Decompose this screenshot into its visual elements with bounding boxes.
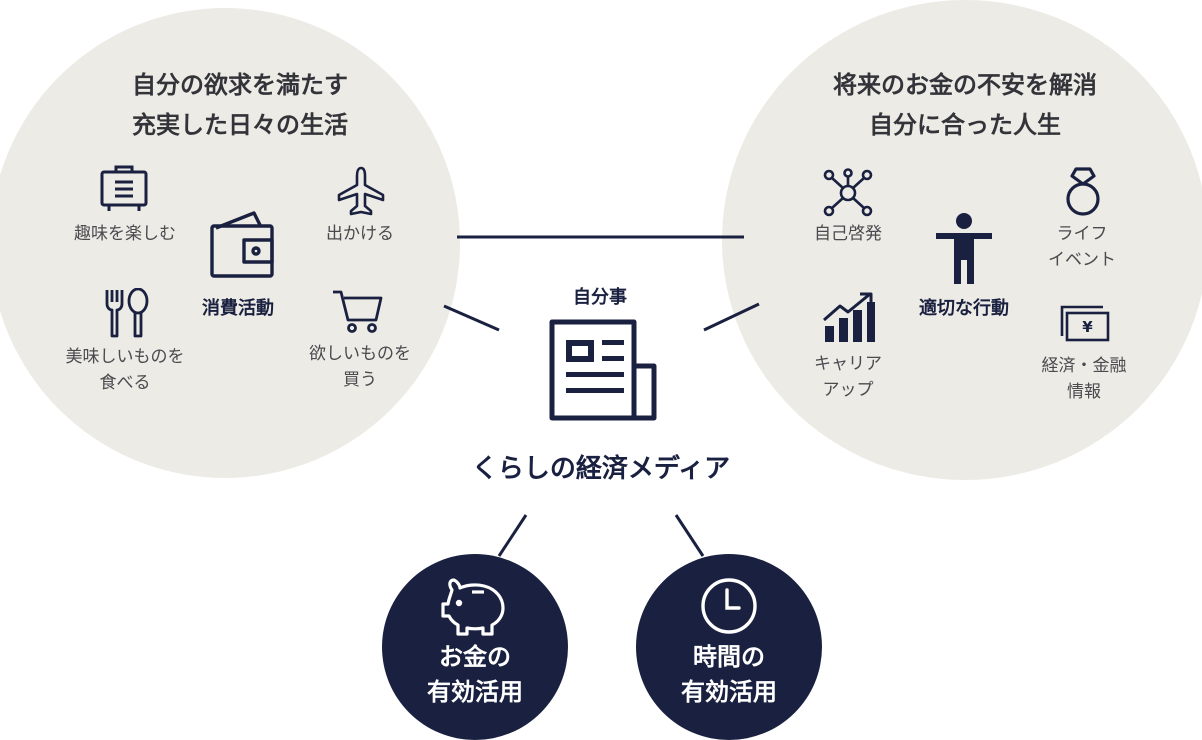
left-connector-line — [443, 304, 500, 332]
bottom-right-connector-line — [674, 514, 705, 557]
hobby-label: 趣味を楽しむ — [74, 224, 176, 244]
go-out-label: 出かける — [326, 224, 394, 244]
left-circle-title: 自分の欲求を満たす 充実した日々の生活 — [132, 71, 348, 139]
right-circle-title: 将来のお金の不安を解消 自分に合った人生 — [833, 71, 1097, 139]
network-icon — [823, 168, 873, 217]
career-up-label: キャリア アップ — [814, 354, 882, 401]
eat-label: 美味しいものを 食べる — [65, 347, 185, 394]
wallet-icon — [210, 211, 274, 278]
brand-title: くらしの経済メディア — [471, 454, 731, 484]
consumption-label: 消費活動 — [202, 298, 274, 319]
life-event-label: ライフ イベント — [1048, 224, 1116, 271]
money-utilization-label: お金の 有効活用 — [427, 643, 523, 706]
piggy-bank-icon — [441, 578, 505, 636]
svg-text:¥: ¥ — [1082, 318, 1093, 336]
economy-info-label: 経済・金融 情報 — [1041, 356, 1127, 403]
shopping-cart-icon — [333, 290, 383, 333]
time-utilization-label: 時間の 有効活用 — [681, 643, 777, 706]
fork-spoon-icon — [105, 288, 149, 338]
growth-chart-icon — [823, 292, 875, 342]
left-circle — [0, 8, 460, 478]
bottom-left-connector-line — [497, 514, 528, 557]
airplane-icon — [337, 166, 385, 216]
right-connector-line — [703, 302, 760, 332]
jibungoto-label: 自分事 — [573, 287, 627, 308]
proper-action-label: 適切な行動 — [919, 298, 1009, 319]
person-icon — [936, 213, 992, 284]
yen-bill-icon: ¥ — [1060, 305, 1110, 342]
buy-label: 欲しいものを 買う — [309, 344, 411, 391]
newspaper-icon — [549, 319, 657, 421]
self-development-label: 自己啓発 — [814, 224, 882, 244]
suitcase-icon — [100, 165, 148, 211]
clock-icon — [701, 578, 757, 634]
time-circle — [636, 554, 822, 740]
ring-icon — [1066, 167, 1100, 216]
